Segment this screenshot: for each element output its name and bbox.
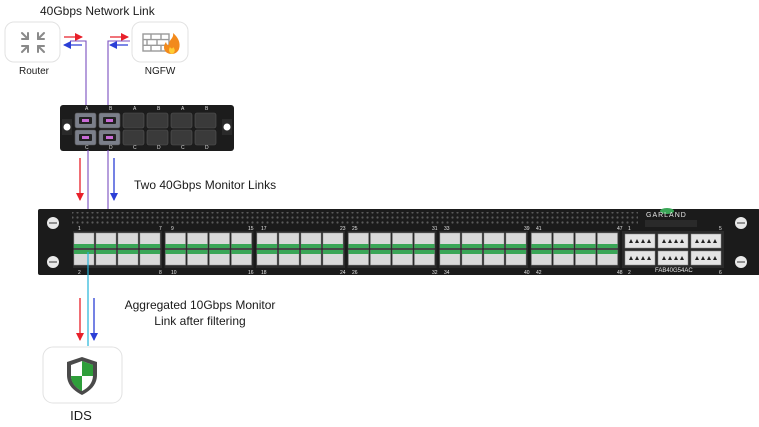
port-number: 6	[719, 270, 722, 276]
switch-ports	[73, 231, 724, 268]
qsfp-port	[690, 250, 722, 266]
tap-letter: D	[109, 145, 113, 151]
port-number: 48	[617, 270, 623, 276]
tap-slot	[194, 112, 217, 129]
port-number: 24	[340, 270, 346, 276]
tap-letter: B	[205, 106, 209, 112]
port-number: 23	[340, 226, 346, 232]
tap-slot	[170, 129, 193, 146]
tap-slot	[122, 112, 145, 129]
switch-model: FAB40G54AC	[655, 268, 693, 274]
rack-screw-left	[47, 217, 59, 268]
tap-letter: C	[133, 145, 137, 151]
port-number: 16	[248, 270, 254, 276]
tap-letter: C	[181, 145, 185, 151]
port-number: 26	[352, 270, 358, 276]
tap-slot	[146, 112, 169, 129]
port-number: 5	[719, 226, 722, 232]
monitor-links-label: Two 40Gbps Monitor Links	[134, 178, 277, 192]
ngfw-label: NGFW	[144, 66, 176, 77]
port-number: 47	[617, 226, 623, 232]
qsfp-port	[624, 233, 656, 249]
tap-bottom-letters: C D C D C D	[85, 145, 209, 151]
ids-label: IDS	[70, 408, 92, 423]
qsfp-port	[657, 250, 689, 266]
port-number: 42	[536, 270, 542, 276]
tap-letter: A	[133, 106, 137, 112]
port-number: 17	[261, 226, 267, 232]
monitor-link-arrows	[76, 158, 118, 201]
tap-letter: B	[109, 106, 113, 112]
aggregated-link	[76, 252, 98, 346]
switch-brand: GARLAND	[646, 212, 687, 219]
port-number: 1	[628, 226, 631, 232]
port-number: 1	[78, 226, 81, 232]
router-link-arrows	[63, 33, 83, 49]
packet-broker-switch: 1 7 9 15 17 23 25 31 33 39 41 47 1 5 2 8…	[38, 208, 759, 276]
network-link-label: 40Gbps Network Link	[40, 4, 155, 18]
tap-letter: D	[157, 145, 161, 151]
tap-top-letters: A B A B A B	[85, 106, 209, 112]
port-number: 31	[432, 226, 438, 232]
port-number: 18	[261, 270, 267, 276]
tap-slot	[122, 129, 145, 146]
tap-letter: A	[85, 106, 89, 112]
port-number: 9	[171, 226, 174, 232]
port-number: 8	[159, 270, 162, 276]
firewall-icon	[131, 21, 189, 63]
qsfp-port	[624, 250, 656, 266]
port-number: 15	[248, 226, 254, 232]
shield-icon	[42, 346, 123, 404]
port-number: 32	[432, 270, 438, 276]
qsfp-port	[657, 233, 689, 249]
bottom-port-numbers: 2 8 10 16 18 24 26 32 34 40 42 48 2 6	[78, 270, 722, 276]
ngfw-link-arrows	[109, 33, 129, 49]
tap-slots	[74, 112, 217, 146]
tap-module: A B A B A B C D C D C D	[60, 105, 234, 151]
garland-logo	[645, 208, 697, 227]
port-number: 7	[159, 226, 162, 232]
port-number: 34	[444, 270, 450, 276]
port-number: 39	[524, 226, 530, 232]
port-number: 2	[628, 270, 631, 276]
tap-letter: B	[157, 106, 161, 112]
tap-letter: D	[205, 145, 209, 151]
port-number: 10	[171, 270, 177, 276]
port-number: 2	[78, 270, 81, 276]
router-label: Router	[18, 66, 49, 77]
router-icon	[4, 21, 61, 63]
rack-screw-right	[735, 217, 747, 268]
tap-slot	[170, 112, 193, 129]
port-number: 33	[444, 226, 450, 232]
aggregated-link-label: Aggregated 10Gbps Monitor Link after fil…	[124, 298, 276, 328]
network-fibers	[70, 40, 130, 112]
tap-letter: A	[181, 106, 185, 112]
top-port-numbers: 1 7 9 15 17 23 25 31 33 39 41 47 1 5	[78, 226, 722, 232]
tap-slot	[194, 129, 217, 146]
port-number: 25	[352, 226, 358, 232]
qsfp-port	[690, 233, 722, 249]
tap-slot	[146, 129, 169, 146]
tap-letter: C	[85, 145, 89, 151]
port-number: 40	[524, 270, 530, 276]
port-number: 41	[536, 226, 542, 232]
